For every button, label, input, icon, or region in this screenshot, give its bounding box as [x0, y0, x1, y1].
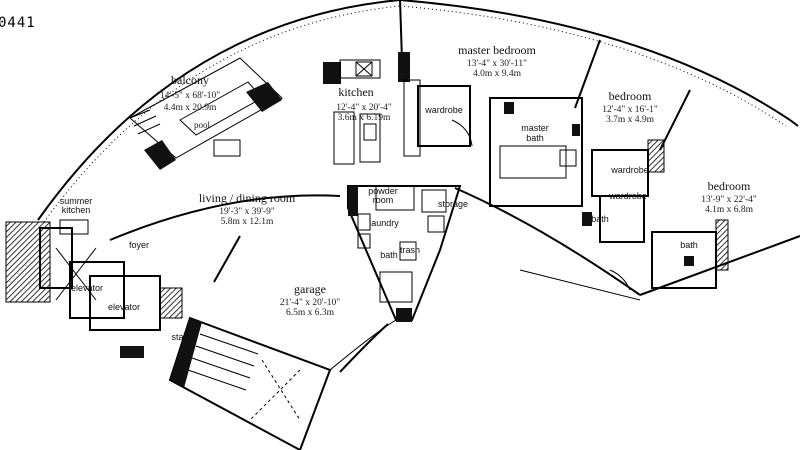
powder-room-label-1: powder	[368, 186, 398, 196]
living-dim-metric: 5.8m x 12.1m	[221, 217, 274, 227]
label-bedroom-1: bedroom 12'-4" x 16'-1" 3.7m x 4.9m	[602, 89, 658, 125]
kitchen-dim-imperial: 12'-4" x 20'-4"	[336, 103, 392, 113]
bedroom-1-dim-imperial: 12'-4" x 16'-1"	[602, 105, 658, 115]
entry-core	[5, 219, 183, 358]
master-bath-label-1: master	[521, 123, 549, 133]
garage-dim-metric: 6.5m x 6.3m	[286, 308, 335, 318]
label-bedroom-2: bedroom 13'-9" x 22'-4" 4.1m x 6.8m	[701, 179, 757, 215]
balcony-area	[129, 57, 283, 170]
living-dim-imperial: 19'-3" x 39'-9"	[219, 207, 275, 217]
label-master-bedroom: master bedroom 13'-4" x 30'-11" 4.0m x 9…	[458, 43, 536, 79]
wardrobe-label-2: wardrobe	[610, 165, 649, 175]
living-name: living / dining room	[199, 191, 296, 205]
bedroom-2-dim-metric: 4.1m x 6.8m	[705, 205, 754, 215]
bath-label-2: bath	[680, 240, 698, 250]
foyer-label: foyer	[129, 240, 149, 250]
pool-label: pool	[194, 120, 211, 130]
plan-id: 0441	[0, 15, 36, 31]
summer-kitchen-label-1: summer	[60, 196, 93, 206]
master-bedroom-dim-metric: 4.0m x 9.4m	[473, 69, 522, 79]
kitchen-area	[323, 52, 421, 165]
balcony-dim-imperial: 14'-5" x 68'-10"	[160, 91, 220, 101]
bedroom-1-name: bedroom	[609, 89, 652, 103]
elevator-label-2: elevator	[108, 302, 140, 312]
wardrobe-label-1: wardrobe	[424, 105, 463, 115]
kitchen-name: kitchen	[338, 85, 373, 99]
label-balcony: balcony 14'-5" x 68'-10" 4.4m x 20.9m po…	[160, 73, 220, 130]
bedroom-2-name: bedroom	[708, 179, 751, 193]
powder-room-label-2: room	[373, 195, 394, 205]
garage-stair-area	[168, 235, 397, 450]
stair-label: stair	[171, 332, 188, 342]
laundry-label: laundry	[369, 218, 399, 228]
master-bath-label-2: bath	[526, 133, 544, 143]
balcony-name: balcony	[171, 73, 209, 87]
label-kitchen: kitchen 12'-4" x 20'-4" 3.6m x 6.19m	[336, 85, 392, 123]
bath-label-1: bath	[591, 214, 609, 224]
small-labels: wardrobe wardrobe wardrobe master bath b…	[60, 105, 698, 342]
garage-dim-imperial: 21'-4" x 20'-10"	[280, 298, 340, 308]
label-garage: garage 21'-4" x 20'-10" 6.5m x 6.3m	[280, 282, 340, 318]
service-core	[347, 185, 462, 322]
bedroom-1-dim-metric: 3.7m x 4.9m	[606, 115, 655, 125]
bath-label-3: bath	[380, 250, 398, 260]
balcony-dim-metric: 4.4m x 20.9m	[164, 103, 217, 113]
trash-label: trash	[400, 245, 420, 255]
kitchen-dim-metric: 3.6m x 6.19m	[338, 113, 391, 123]
master-bedroom-dim-imperial: 13'-4" x 30'-11"	[467, 59, 527, 69]
bedroom-2-dim-imperial: 13'-9" x 22'-4"	[701, 195, 757, 205]
label-living: living / dining room 19'-3" x 39'-9" 5.8…	[199, 191, 296, 227]
bedroom-wing	[582, 139, 729, 291]
master-bedroom-name: master bedroom	[458, 43, 536, 57]
master-suite-area	[417, 85, 583, 207]
wardrobe-label-3: wardrobe	[608, 191, 647, 201]
elevator-label-1: elevator	[71, 283, 103, 293]
garage-name: garage	[294, 282, 326, 296]
storage-label: storage	[438, 199, 468, 209]
summer-kitchen-label-2: kitchen	[62, 205, 91, 215]
